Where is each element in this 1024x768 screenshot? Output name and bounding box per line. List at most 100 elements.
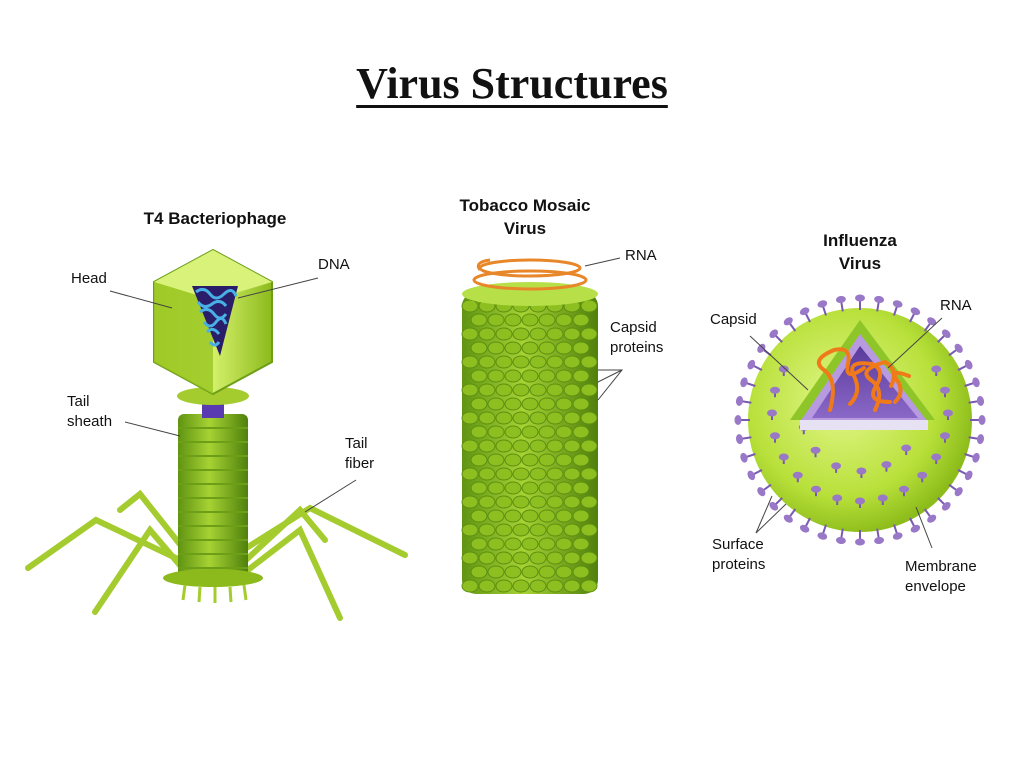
surface-protein-spike bbox=[855, 497, 865, 508]
capsid-protein-unit bbox=[580, 327, 598, 341]
capsid-protein-unit bbox=[529, 523, 547, 537]
capsid-protein-unit bbox=[538, 481, 556, 495]
capsid-protein-unit bbox=[461, 579, 479, 593]
capsid-protein-unit bbox=[580, 411, 598, 425]
capsid-protein-unit bbox=[580, 439, 598, 453]
surface-protein-spike bbox=[855, 530, 865, 546]
capsid-protein-unit bbox=[538, 565, 556, 579]
surface-protein-spike bbox=[817, 524, 828, 540]
capsid-protein-unit bbox=[538, 397, 556, 411]
surface-protein-spike bbox=[817, 300, 828, 316]
capsid-protein-unit bbox=[495, 495, 513, 509]
surface-protein-spike bbox=[792, 471, 803, 483]
capsid-protein-unit bbox=[555, 481, 573, 495]
capsid-protein-unit bbox=[504, 341, 522, 355]
surface-protein-spike bbox=[769, 329, 783, 343]
capsid-protein-unit bbox=[572, 509, 590, 523]
capsid-protein-unit bbox=[546, 551, 564, 565]
capsid-protein-unit bbox=[487, 341, 505, 355]
capsid-protein-unit bbox=[461, 355, 479, 369]
capsid-protein-unit bbox=[580, 579, 598, 593]
surface-protein-spike bbox=[968, 434, 985, 445]
capsid-protein-unit bbox=[563, 579, 581, 593]
capsid-protein-unit bbox=[529, 579, 547, 593]
capsid-protein-unit bbox=[555, 509, 573, 523]
surface-protein-spike bbox=[892, 524, 903, 540]
surface-protein-spike bbox=[799, 307, 811, 323]
capsid-protein-unit bbox=[495, 579, 513, 593]
capsid-protein-unit bbox=[555, 453, 573, 467]
surface-protein-spike bbox=[909, 517, 921, 533]
capsid-protein-unit bbox=[461, 495, 479, 509]
cutaway-floor bbox=[800, 420, 928, 430]
head-top-facet bbox=[154, 250, 272, 300]
capsid-protein-unit bbox=[580, 299, 598, 313]
label-surface-proteins: Surface proteins bbox=[712, 536, 766, 573]
capsid-protein-unit bbox=[572, 313, 590, 327]
base-plate bbox=[163, 569, 263, 587]
surface-protein-spike bbox=[892, 300, 903, 316]
capsid-protein-unit bbox=[470, 509, 488, 523]
capsid-protein-unit bbox=[580, 383, 598, 397]
capsid-protein-unit bbox=[487, 313, 505, 327]
capsid-protein-unit bbox=[470, 313, 488, 327]
base-pins bbox=[181, 584, 248, 603]
capsid-protein-unit bbox=[495, 411, 513, 425]
capsid-protein-unit bbox=[470, 397, 488, 411]
capsid-protein-unit bbox=[521, 341, 539, 355]
capsid-protein-unit bbox=[461, 411, 479, 425]
flu-heading: Influenza Virus bbox=[823, 231, 897, 273]
capsid-protein-unit bbox=[521, 397, 539, 411]
surface-protein-spike bbox=[757, 483, 772, 497]
capsid-protein-unit bbox=[478, 327, 496, 341]
capsid-protein-unit bbox=[512, 551, 530, 565]
surface-protein-spike bbox=[740, 452, 756, 463]
capsid-protein-unit bbox=[580, 495, 598, 509]
capsid-protein-unit bbox=[461, 439, 479, 453]
capsid-protein-unit bbox=[563, 411, 581, 425]
influenza-drawing bbox=[734, 294, 986, 549]
capsid-protein-unit bbox=[512, 327, 530, 341]
capsid-protein-unit bbox=[487, 425, 505, 439]
capsid-protein-unit bbox=[546, 411, 564, 425]
capsid-protein-unit bbox=[504, 369, 522, 383]
surface-protein-spike bbox=[909, 307, 921, 323]
capsid-protein-unit bbox=[546, 579, 564, 593]
label-capsid-proteins: Capsid proteins bbox=[610, 319, 664, 356]
capsid-protein-unit bbox=[470, 453, 488, 467]
capsid-protein-unit bbox=[495, 551, 513, 565]
surface-protein-spike bbox=[957, 359, 973, 371]
capsid-protein-unit bbox=[521, 453, 539, 467]
surface-protein-spike bbox=[964, 452, 980, 463]
capsid-protein-unit bbox=[512, 495, 530, 509]
capsid-protein-unit bbox=[563, 495, 581, 509]
surface-protein-spike bbox=[810, 446, 821, 458]
surface-protein-spike bbox=[937, 497, 951, 511]
capsid-protein-unit bbox=[461, 523, 479, 537]
capsid-protein-unit bbox=[538, 453, 556, 467]
capsid-protein-unit bbox=[461, 299, 479, 313]
surface-protein-spike bbox=[968, 395, 985, 406]
capsid-protein-unit bbox=[529, 467, 547, 481]
capsid-protein-unit bbox=[470, 565, 488, 579]
surface-protein-spike bbox=[943, 409, 953, 420]
surface-protein-spike bbox=[747, 469, 763, 481]
tmv-rna-helix bbox=[472, 258, 588, 291]
capsid-protein-unit bbox=[546, 327, 564, 341]
capsid-protein-unit bbox=[580, 551, 598, 565]
capsid-protein-unit bbox=[504, 453, 522, 467]
capsid-protein-unit bbox=[478, 551, 496, 565]
capsid-protein-unit bbox=[470, 537, 488, 551]
capsid-protein-unit bbox=[512, 383, 530, 397]
capsid-protein-unit bbox=[495, 327, 513, 341]
surface-protein-spike bbox=[832, 494, 843, 506]
surface-protein-spike bbox=[940, 386, 951, 398]
t4-heading: T4 Bacteriophage bbox=[143, 209, 287, 228]
capsid-protein-unit bbox=[538, 425, 556, 439]
capsid-protein-unit bbox=[487, 369, 505, 383]
surface-protein-spike bbox=[778, 365, 789, 376]
capsid-protein-unit bbox=[546, 355, 564, 369]
capsid-protein-unit bbox=[538, 313, 556, 327]
surface-protein-spike bbox=[856, 467, 867, 478]
